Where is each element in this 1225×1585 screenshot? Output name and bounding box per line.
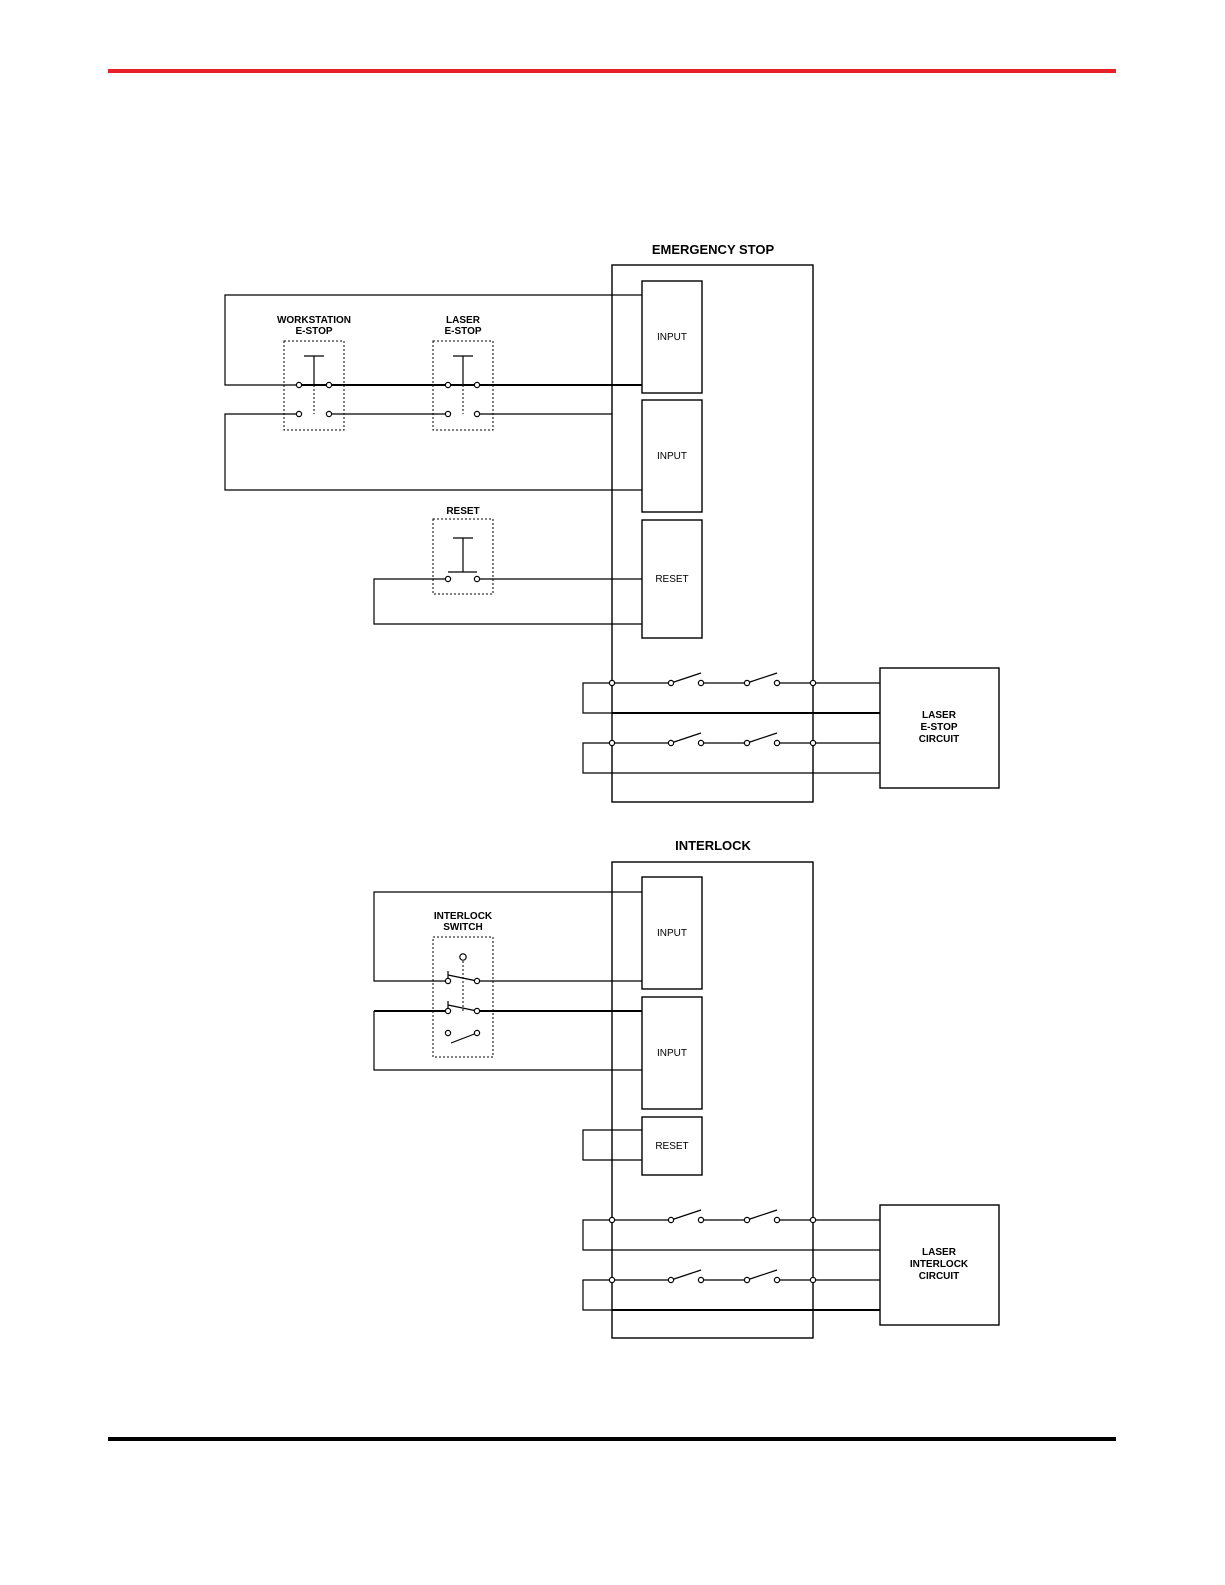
estop-input1-label: INPUT <box>657 332 687 343</box>
interlock-input-wiring <box>374 892 642 1160</box>
interlock-switch-label-1: INTERLOCK <box>434 911 493 922</box>
laser-estop-circuit-label-1: LASER <box>922 710 957 721</box>
workstation-estop-label-1: WORKSTATION <box>277 315 351 326</box>
bottom-rule <box>108 1437 1116 1441</box>
laser-estop-switch: LASER E-STOP <box>433 315 493 430</box>
laser-estop-circuit-label-2: E-STOP <box>920 722 957 733</box>
interlock-input2-label: INPUT <box>657 1048 687 1059</box>
interlock-title: INTERLOCK <box>675 838 751 853</box>
workstation-estop-switch: WORKSTATION E-STOP <box>277 315 351 430</box>
laser-interlock-circuit-label-3: CIRCUIT <box>919 1271 960 1282</box>
interlock-section: INTERLOCK INPUT INPUT RESET INTERLOCK SW… <box>374 838 999 1338</box>
reset-switch-label: RESET <box>446 506 479 517</box>
laser-estop-circuit-label-3: CIRCUIT <box>919 734 960 745</box>
laser-interlock-circuit-label-2: INTERLOCK <box>910 1259 969 1270</box>
laser-estop-label-1: LASER <box>446 315 481 326</box>
estop-input2-label: INPUT <box>657 451 687 462</box>
reset-pushbutton: RESET <box>374 506 642 624</box>
estop-title: EMERGENCY STOP <box>652 242 775 257</box>
laser-interlock-circuit-label-1: LASER <box>922 1247 957 1258</box>
estop-reset-box-label: RESET <box>655 574 688 585</box>
workstation-estop-label-2: E-STOP <box>295 326 332 337</box>
interlock-switch: INTERLOCK SWITCH <box>433 911 493 1057</box>
interlock-input1-label: INPUT <box>657 928 687 939</box>
top-rule <box>108 69 1116 73</box>
interlock-switch-label-2: SWITCH <box>443 922 482 933</box>
laser-estop-label-2: E-STOP <box>444 326 481 337</box>
estop-section: EMERGENCY STOP INPUT INPUT RESET WORKSTA… <box>225 242 999 802</box>
interlock-reset-box-label: RESET <box>655 1141 688 1152</box>
